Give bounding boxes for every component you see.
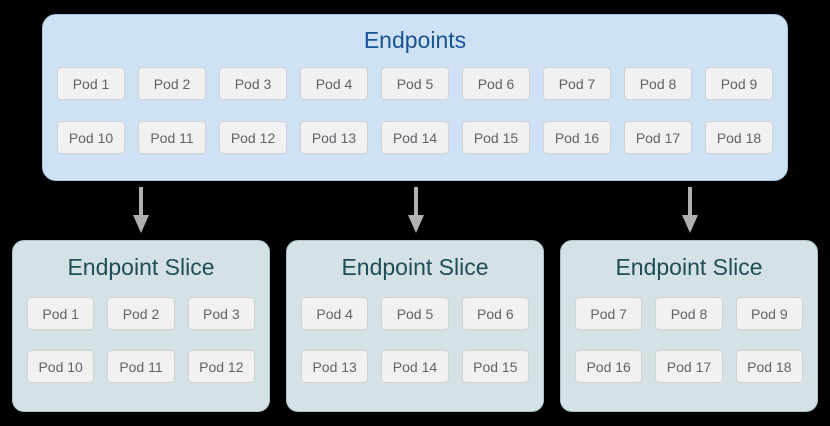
- pod-box: Pod 11: [138, 121, 206, 154]
- pod-box: Pod 5: [381, 67, 449, 100]
- pod-box: Pod 18: [735, 350, 803, 383]
- pod-box: Pod 1: [27, 297, 95, 330]
- pod-box: Pod 1: [57, 67, 125, 100]
- pod-box: Pod 14: [381, 121, 449, 154]
- pod-box: Pod 4: [300, 67, 368, 100]
- pod-box: Pod 17: [655, 350, 723, 383]
- pod-box: Pod 7: [575, 297, 643, 330]
- pod-box: Pod 17: [624, 121, 692, 154]
- endpoint-slice-box-2: Endpoint Slice Pod 4 Pod 5 Pod 6 Pod 13 …: [286, 240, 544, 412]
- pod-box: Pod 13: [301, 350, 369, 383]
- endpoint-slice-title: Endpoint Slice: [341, 254, 489, 280]
- pod-box: Pod 6: [461, 297, 529, 330]
- pod-box: Pod 8: [655, 297, 723, 330]
- endpoints-pod-row-2: Pod 10 Pod 11 Pod 12 Pod 13 Pod 14 Pod 1…: [43, 121, 787, 154]
- pod-box: Pod 12: [187, 350, 255, 383]
- pod-box: Pod 4: [301, 297, 369, 330]
- slice-1-pod-row-2: Pod 10 Pod 11 Pod 12: [13, 350, 269, 383]
- slice-2-pod-row-2: Pod 13 Pod 14 Pod 15: [287, 350, 543, 383]
- pod-box: Pod 6: [462, 67, 530, 100]
- pod-box: Pod 8: [624, 67, 692, 100]
- pod-box: Pod 2: [138, 67, 206, 100]
- pod-box: Pod 15: [461, 350, 529, 383]
- endpoint-slice-title: Endpoint Slice: [67, 254, 215, 280]
- slice-3-pod-row-2: Pod 16 Pod 17 Pod 18: [561, 350, 817, 383]
- pod-box: Pod 9: [735, 297, 803, 330]
- down-arrow-icon: [408, 187, 424, 233]
- down-arrow-icon: [682, 187, 698, 233]
- pod-box: Pod 10: [57, 121, 125, 154]
- pod-box: Pod 5: [381, 297, 449, 330]
- pod-box: Pod 9: [705, 67, 773, 100]
- slice-1-pod-row-1: Pod 1 Pod 2 Pod 3: [13, 297, 269, 330]
- endpoints-box: Endpoints Pod 1 Pod 2 Pod 3 Pod 4 Pod 5 …: [42, 14, 788, 181]
- endpoint-slice-box-1: Endpoint Slice Pod 1 Pod 2 Pod 3 Pod 10 …: [12, 240, 270, 412]
- endpoints-pod-row-1: Pod 1 Pod 2 Pod 3 Pod 4 Pod 5 Pod 6 Pod …: [43, 67, 787, 100]
- pod-box: Pod 11: [107, 350, 175, 383]
- pod-box: Pod 3: [187, 297, 255, 330]
- slice-3-pod-row-1: Pod 7 Pod 8 Pod 9: [561, 297, 817, 330]
- pod-box: Pod 18: [705, 121, 773, 154]
- pod-box: Pod 2: [107, 297, 175, 330]
- slice-2-pod-row-1: Pod 4 Pod 5 Pod 6: [287, 297, 543, 330]
- pod-box: Pod 16: [543, 121, 611, 154]
- pod-box: Pod 14: [381, 350, 449, 383]
- pod-box: Pod 7: [543, 67, 611, 100]
- pod-box: Pod 12: [219, 121, 287, 154]
- down-arrow-icon: [133, 187, 149, 233]
- endpoint-slice-title: Endpoint Slice: [615, 254, 763, 280]
- pod-box: Pod 16: [575, 350, 643, 383]
- pod-box: Pod 15: [462, 121, 530, 154]
- pod-box: Pod 10: [27, 350, 95, 383]
- endpoints-title: Endpoints: [363, 27, 467, 53]
- endpoint-slice-box-3: Endpoint Slice Pod 7 Pod 8 Pod 9 Pod 16 …: [560, 240, 818, 412]
- pod-box: Pod 13: [300, 121, 368, 154]
- pod-box: Pod 3: [219, 67, 287, 100]
